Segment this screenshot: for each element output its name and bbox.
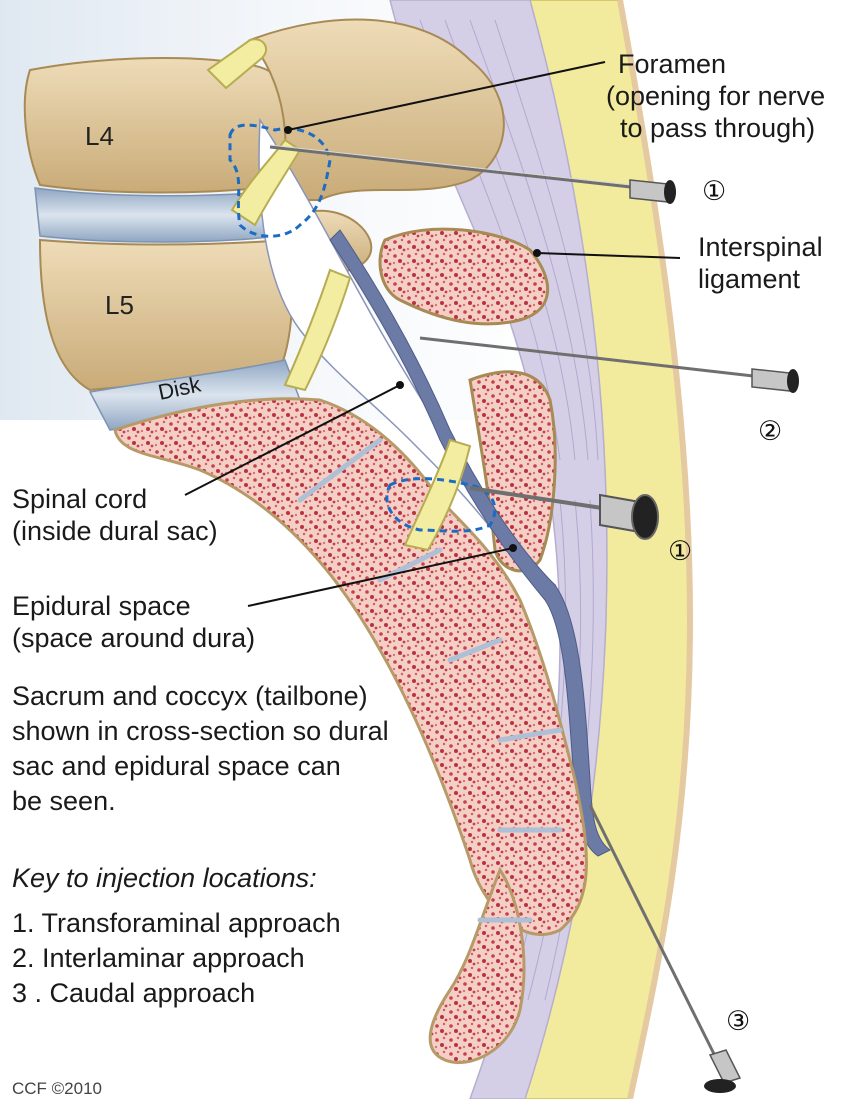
key-item-1: 1. Transforaminal approach: [12, 908, 341, 938]
foramen-desc-1: (opening for nerve: [606, 81, 825, 111]
label-l5: L5: [105, 290, 134, 320]
foramen-desc-2: to pass through): [620, 113, 815, 143]
note-line-1: Sacrum and coccyx (tailbone): [12, 681, 368, 711]
spinal-cord-desc: (inside dural sac): [12, 516, 218, 546]
key-title: Key to injection locations:: [12, 863, 317, 893]
marker-needle-1-top: ①: [702, 176, 726, 207]
key-item-2: 2. Interlaminar approach: [12, 943, 305, 973]
epidural-desc: (space around dura): [12, 623, 255, 653]
marker-needle-2: ②: [758, 416, 782, 447]
note-line-3: sac and epidural space can: [12, 751, 341, 781]
note-line-4: be seen.: [12, 786, 116, 816]
epidural-title: Epidural space: [12, 591, 191, 621]
coccyx: [430, 870, 524, 1063]
foramen-title: Foramen: [618, 49, 726, 79]
spinal-cord-title: Spinal cord: [12, 484, 147, 514]
marker-needle-3: ③: [726, 1006, 750, 1037]
interspinal-title: Interspinal: [698, 232, 823, 262]
note-line-2: shown in cross-section so dural: [12, 716, 389, 746]
interspinal-desc: ligament: [698, 264, 801, 294]
copyright: CCF ©2010: [12, 1079, 102, 1098]
label-l4: L4: [85, 121, 114, 151]
marker-needle-1-bottom: ①: [668, 536, 692, 567]
key-item-3: 3 . Caudal approach: [12, 978, 255, 1008]
